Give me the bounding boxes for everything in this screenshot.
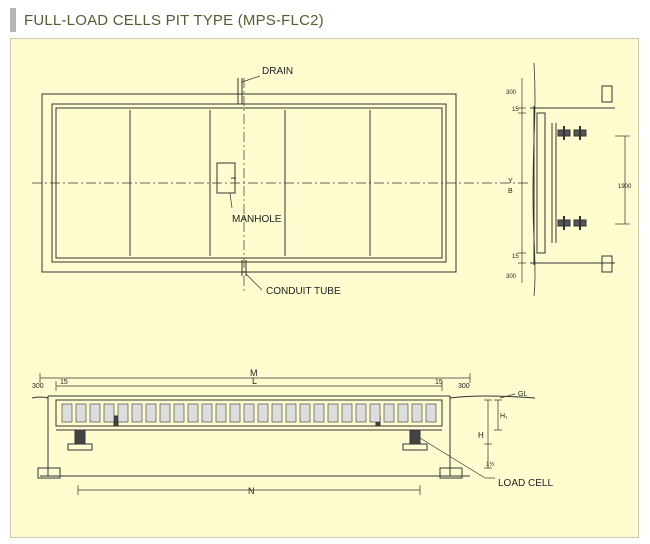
- gl-label: GL: [518, 391, 527, 398]
- dim-15-left: 15: [60, 379, 68, 386]
- side-dim-1900: 1900: [618, 184, 632, 190]
- side-dim-300-top: 300: [506, 90, 517, 96]
- dim-n-label: N: [248, 486, 255, 496]
- dim-15-right: 15: [435, 379, 443, 386]
- dim-135-label: 1½: [486, 461, 494, 468]
- conduit-label: CONDUIT TUBE: [266, 286, 341, 297]
- plan-view: [32, 75, 530, 293]
- dim-m-label: M: [250, 368, 258, 378]
- header-accent-bar: [10, 8, 16, 32]
- elevation-view: [31, 373, 536, 495]
- dim-b-label: B: [508, 188, 513, 195]
- section-header: FULL-LOAD CELLS PIT TYPE (MPS-FLC2): [10, 8, 324, 32]
- drain-label: DRAIN: [262, 66, 293, 77]
- page-title: FULL-LOAD CELLS PIT TYPE (MPS-FLC2): [24, 11, 324, 29]
- pit-drawing: DRAIN MANHOLE CONDUIT TUBE LOAD CELL GL …: [31, 62, 632, 496]
- side-view: [518, 62, 630, 297]
- dim-l-label: L: [252, 376, 257, 386]
- side-dim-300-bottom: 300: [506, 274, 517, 280]
- dim-h-label: H: [478, 431, 484, 440]
- manhole-label: MANHOLE: [232, 214, 282, 225]
- dim-y-label: Y: [508, 178, 513, 185]
- dim-h1-label: H₁: [500, 413, 508, 420]
- dim-300-left: 300: [32, 383, 44, 390]
- dim-300-right: 300: [458, 383, 470, 390]
- side-dim-15-bottom: 15: [512, 254, 519, 260]
- side-dim-15-top: 15: [512, 107, 519, 113]
- load-cell-label: LOAD CELL: [498, 478, 553, 489]
